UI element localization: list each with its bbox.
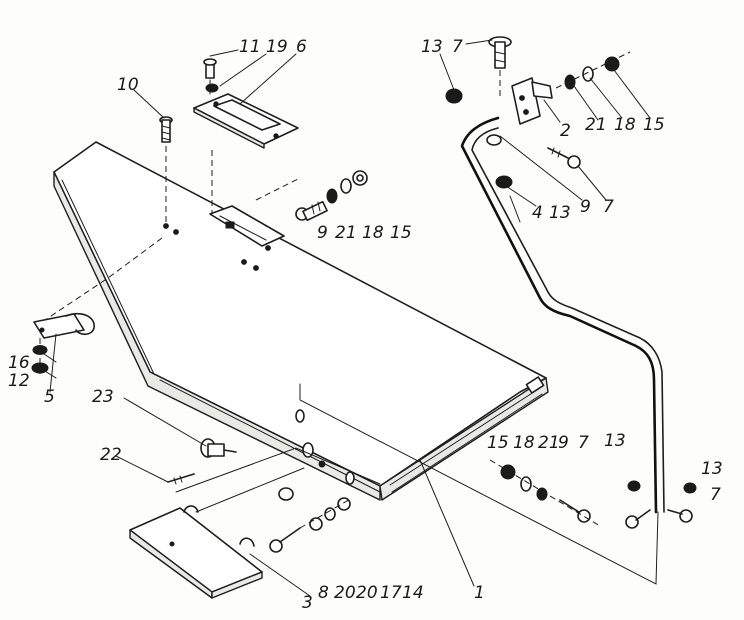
callout-13-top: 13 — [421, 37, 443, 57]
callout-9-center: 9 — [317, 223, 328, 243]
small-parts-front — [295, 409, 355, 485]
leader-3 — [195, 467, 305, 513]
callout-15-lower: 15 — [487, 433, 509, 453]
callout-9-lower: 9 — [558, 433, 569, 453]
callout-3: 3 — [302, 593, 313, 613]
fasteners-rod-bend — [486, 134, 513, 189]
leader-22-23 — [175, 447, 381, 493]
callout-21-center: 21 — [335, 223, 357, 243]
plate-6 — [193, 93, 299, 149]
callout-15-center: 15 — [390, 223, 412, 243]
leader-lines — [37, 39, 651, 597]
bolt-group-top-right — [445, 36, 631, 104]
bracket-5 — [33, 312, 95, 339]
callout-18-lower: 18 — [513, 433, 535, 453]
rod-4 — [460, 116, 665, 514]
callout-20-a: 20 — [334, 583, 356, 603]
callout-7-lower: 7 — [578, 433, 589, 453]
callouts: 11 19 6 10 13 7 2 21 18 15 9 7 4 13 9 21… — [8, 37, 723, 613]
screw-11 — [203, 58, 217, 95]
callout-19: 19 — [266, 37, 288, 57]
bolt-group-lower-right — [489, 459, 601, 527]
pin-22 — [167, 473, 195, 485]
hinge-2 — [511, 77, 553, 125]
washer-19 — [205, 83, 219, 93]
callout-18-top: 18 — [614, 115, 636, 135]
main-board — [41, 141, 549, 501]
callout-7-far-right: 7 — [710, 485, 721, 505]
callout-9-right: 9 — [580, 197, 591, 217]
bolt-group-center — [295, 170, 368, 222]
footplate-3 — [129, 505, 263, 599]
callout-8: 8 — [318, 583, 329, 603]
callout-13-right: 13 — [549, 203, 571, 223]
callout-7-top: 7 — [452, 37, 463, 57]
callout-4: 4 — [532, 203, 543, 223]
callout-5: 5 — [44, 387, 55, 407]
callout-11: 11 — [239, 37, 261, 57]
callout-6: 6 — [296, 37, 307, 57]
knob-23 — [200, 438, 237, 458]
callout-17: 17 — [380, 583, 402, 603]
callout-21-lower: 21 — [538, 433, 560, 453]
callout-14: 14 — [402, 583, 424, 603]
callout-22: 22 — [100, 445, 122, 465]
callout-1: 1 — [474, 583, 485, 603]
bolt-7-upper-right — [547, 147, 581, 169]
leader-part-1 — [299, 383, 659, 585]
screw-10 — [159, 116, 173, 222]
callout-15-top: 15 — [643, 115, 665, 135]
callout-13-far-right: 13 — [701, 459, 723, 479]
callout-20-b: 20 — [356, 583, 378, 603]
callout-10: 10 — [117, 75, 139, 95]
bolts-7-lower-right — [625, 480, 697, 529]
callout-13-lower: 13 — [604, 431, 626, 451]
callout-23: 23 — [92, 387, 114, 407]
callout-12: 12 — [8, 371, 30, 391]
callout-16: 16 — [8, 353, 30, 373]
bolt-group-bottom — [269, 487, 353, 553]
callout-7-right: 7 — [603, 197, 614, 217]
callout-21-top: 21 — [585, 115, 607, 135]
callout-18-center: 18 — [362, 223, 384, 243]
callout-2: 2 — [560, 121, 571, 141]
